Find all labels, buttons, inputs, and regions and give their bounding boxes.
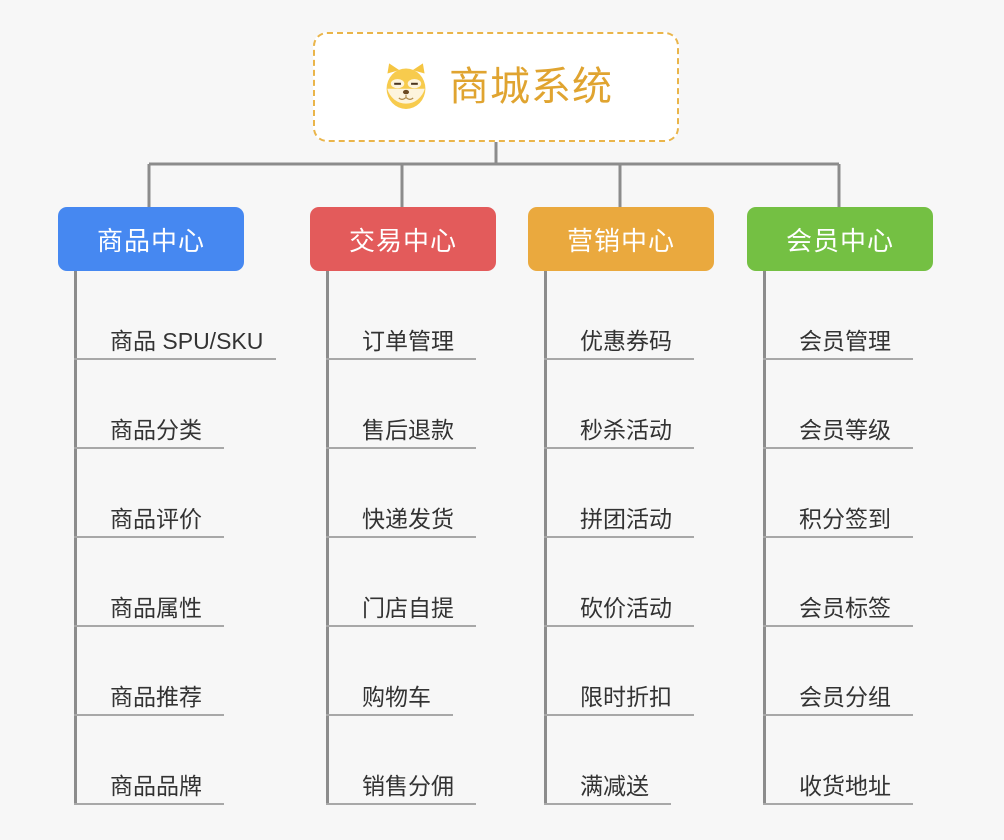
leaf-label: 会员管理 — [799, 327, 891, 354]
leaf-item[interactable]: 限时折扣 — [528, 627, 714, 716]
branch-header-label: 交易中心 — [348, 225, 457, 256]
root-node[interactable]: 商城系统 — [313, 32, 679, 142]
leaf-item[interactable]: 拼团活动 — [528, 449, 714, 538]
leaf-underline — [544, 714, 694, 716]
leaf-item[interactable]: 会员分组 — [747, 627, 933, 716]
leaf-underline — [74, 358, 276, 360]
leaf-underline — [74, 447, 224, 449]
leaf-label: 会员标签 — [799, 594, 891, 621]
leaf-underline — [326, 447, 476, 449]
leaf-item[interactable]: 门店自提 — [310, 538, 496, 627]
leaf-label: 商品分类 — [110, 416, 202, 443]
leaf-underline — [544, 803, 671, 805]
leaf-label: 门店自提 — [362, 594, 454, 621]
branch-stem — [74, 271, 77, 805]
leaf-label: 商品品牌 — [110, 772, 202, 799]
branch-column-3: 营销中心 优惠券码 秒杀活动 拼团活动 砍价活动 限时折扣 — [528, 207, 714, 805]
leaf-label: 会员分组 — [799, 683, 891, 710]
leaf-item[interactable]: 会员标签 — [747, 538, 933, 627]
leaf-underline — [326, 714, 453, 716]
leaf-underline — [763, 803, 913, 805]
leaf-underline — [763, 358, 913, 360]
leaf-list-1: 商品 SPU/SKU 商品分类 商品评价 商品属性 商品推荐 商品品牌 — [58, 271, 276, 805]
leaf-label: 满减送 — [580, 772, 649, 799]
leaf-item[interactable]: 会员等级 — [747, 360, 933, 449]
leaf-list-2: 订单管理 售后退款 快递发货 门店自提 购物车 销售分佣 — [310, 271, 496, 805]
leaf-item[interactable]: 商品分类 — [58, 360, 244, 449]
leaf-label: 积分签到 — [799, 505, 891, 532]
leaf-underline — [544, 625, 694, 627]
leaf-underline — [763, 714, 913, 716]
leaf-item[interactable]: 收货地址 — [747, 716, 933, 805]
leaf-item[interactable]: 快递发货 — [310, 449, 496, 538]
branch-column-2: 交易中心 订单管理 售后退款 快递发货 门店自提 购物车 — [310, 207, 496, 805]
leaf-label: 限时折扣 — [580, 683, 672, 710]
root-title: 商城系统 — [449, 65, 613, 109]
leaf-underline — [326, 803, 476, 805]
branch-header-2[interactable]: 交易中心 — [310, 207, 496, 271]
branch-stem — [326, 271, 329, 805]
branch-header-4[interactable]: 会员中心 — [747, 207, 933, 271]
leaf-item[interactable]: 商品 SPU/SKU — [58, 271, 276, 360]
leaf-label: 商品 SPU/SKU — [110, 327, 264, 354]
leaf-list-3: 优惠券码 秒杀活动 拼团活动 砍价活动 限时折扣 满减送 — [528, 271, 714, 805]
branch-header-1[interactable]: 商品中心 — [58, 207, 244, 271]
leaf-underline — [544, 536, 694, 538]
branch-column-4: 会员中心 会员管理 会员等级 积分签到 会员标签 会员分组 — [747, 207, 933, 805]
leaf-item[interactable]: 售后退款 — [310, 360, 496, 449]
leaf-label: 订单管理 — [362, 327, 454, 354]
leaf-label: 会员等级 — [799, 416, 891, 443]
leaf-item[interactable]: 商品属性 — [58, 538, 244, 627]
leaf-item[interactable]: 砍价活动 — [528, 538, 714, 627]
leaf-label: 商品属性 — [110, 594, 202, 621]
leaf-label: 砍价活动 — [580, 594, 672, 621]
branch-stem — [763, 271, 766, 805]
leaf-underline — [544, 358, 694, 360]
leaf-underline — [763, 447, 913, 449]
leaf-underline — [326, 358, 476, 360]
leaf-underline — [763, 625, 913, 627]
leaf-underline — [74, 625, 224, 627]
leaf-label: 销售分佣 — [362, 772, 454, 799]
leaf-item[interactable]: 商品推荐 — [58, 627, 244, 716]
leaf-item[interactable]: 商品品牌 — [58, 716, 244, 805]
leaf-label: 商品评价 — [110, 505, 202, 532]
leaf-underline — [763, 536, 913, 538]
leaf-label: 拼团活动 — [580, 505, 672, 532]
shiba-dog-face-icon — [386, 63, 426, 109]
branch-stem — [544, 271, 547, 805]
leaf-item[interactable]: 销售分佣 — [310, 716, 496, 805]
leaf-item[interactable]: 优惠券码 — [528, 271, 714, 360]
leaf-label: 优惠券码 — [580, 327, 672, 354]
leaf-label: 商品推荐 — [110, 683, 202, 710]
leaf-item[interactable]: 购物车 — [310, 627, 496, 716]
branch-header-label: 营销中心 — [566, 225, 675, 256]
leaf-label: 快递发货 — [362, 505, 454, 532]
leaf-underline — [74, 714, 224, 716]
branch-header-label: 会员中心 — [785, 225, 894, 256]
leaf-item[interactable]: 满减送 — [528, 716, 714, 805]
leaf-item[interactable]: 会员管理 — [747, 271, 933, 360]
leaf-label: 收货地址 — [799, 772, 891, 799]
branch-header-3[interactable]: 营销中心 — [528, 207, 714, 271]
leaf-item[interactable]: 秒杀活动 — [528, 360, 714, 449]
leaf-item[interactable]: 积分签到 — [747, 449, 933, 538]
leaf-underline — [74, 803, 224, 805]
leaf-label: 购物车 — [362, 683, 431, 710]
leaf-label: 秒杀活动 — [580, 416, 672, 443]
leaf-list-4: 会员管理 会员等级 积分签到 会员标签 会员分组 收货地址 — [747, 271, 933, 805]
leaf-underline — [326, 536, 476, 538]
leaf-underline — [74, 536, 224, 538]
branch-column-1: 商品中心 商品 SPU/SKU 商品分类 商品评价 商品属性 商品推荐 — [58, 207, 276, 805]
leaf-item[interactable]: 订单管理 — [310, 271, 496, 360]
leaf-item[interactable]: 商品评价 — [58, 449, 244, 538]
leaf-label: 售后退款 — [362, 416, 454, 443]
leaf-underline — [326, 625, 476, 627]
branch-header-label: 商品中心 — [96, 225, 205, 256]
leaf-underline — [544, 447, 694, 449]
